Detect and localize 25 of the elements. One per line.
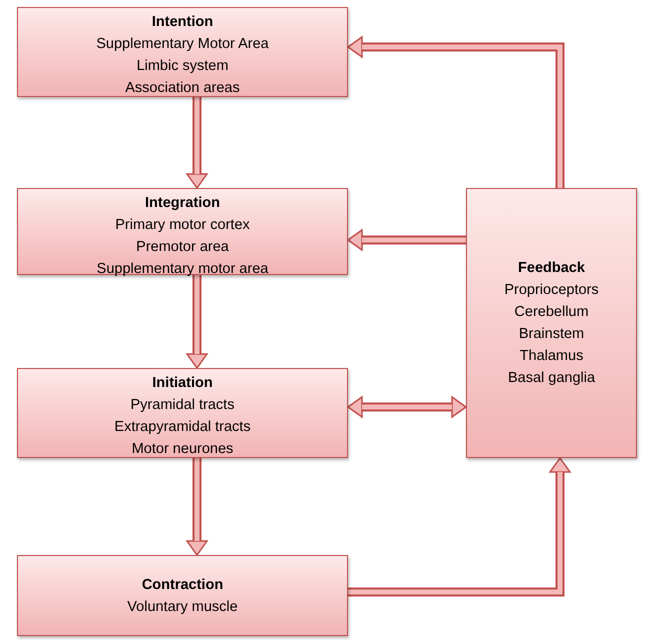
box-heading: Feedback xyxy=(518,259,585,278)
process-box xyxy=(17,555,348,636)
box-heading: Contraction xyxy=(142,576,224,594)
box-item: Premotor area xyxy=(136,238,229,257)
box-item: Basal ganglia xyxy=(508,369,596,388)
box-heading: Integration xyxy=(145,194,220,213)
box-item: Supplementary Motor Area xyxy=(96,35,269,54)
process-box xyxy=(17,188,348,275)
box-item: Proprioceptors xyxy=(504,281,599,300)
box-item: Supplementary motor area xyxy=(96,260,268,279)
box-item: Association areas xyxy=(125,79,240,98)
process-box xyxy=(466,188,637,458)
box-item: Voluntary muscle xyxy=(127,598,238,616)
box-heading: Initiation xyxy=(152,374,213,393)
box-item: Pyramidal tracts xyxy=(130,396,234,415)
box-item: Thalamus xyxy=(520,347,584,366)
box-item: Brainstem xyxy=(518,325,584,344)
box-item: Motor neurones xyxy=(132,440,234,459)
box-item: Cerebellum xyxy=(514,303,589,322)
box-item: Limbic system xyxy=(136,57,228,76)
process-box xyxy=(17,7,348,97)
box-item: Extrapyramidal tracts xyxy=(114,418,251,437)
box-heading: Intention xyxy=(152,13,214,32)
process-box xyxy=(17,368,348,458)
box-item: Primary motor cortex xyxy=(115,216,250,235)
